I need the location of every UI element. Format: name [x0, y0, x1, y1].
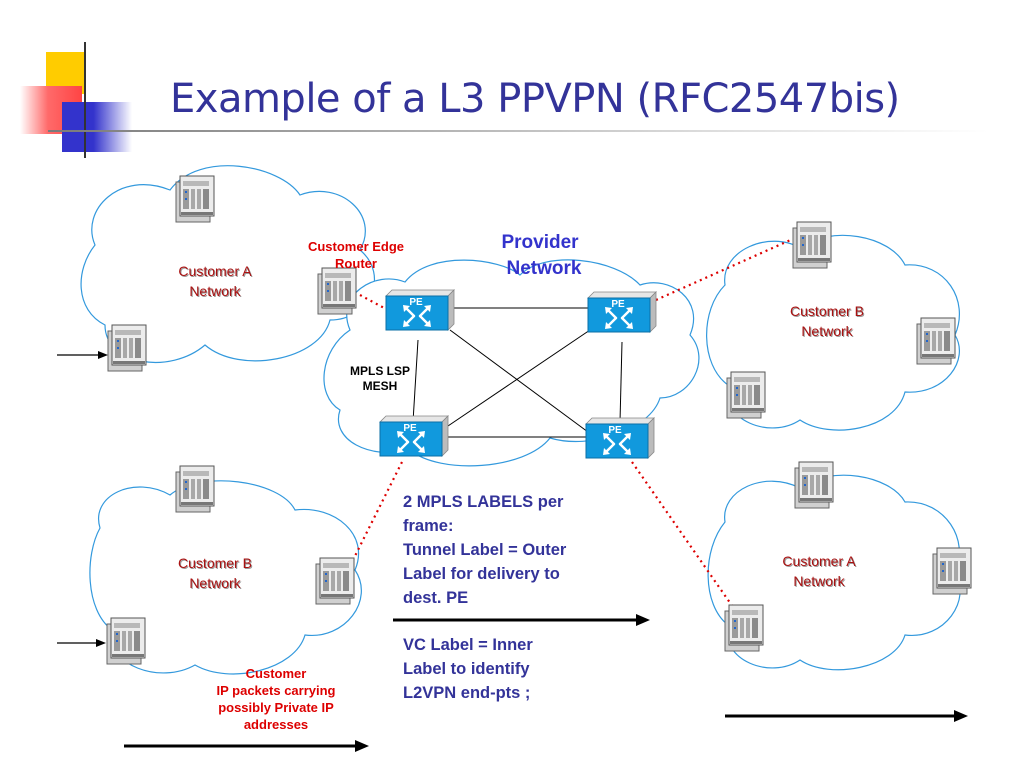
customer-packets-label: Customer IP packets carrying possibly Pr…: [216, 666, 336, 732]
arrow-icon: [57, 639, 106, 647]
deco-vertical-line: [84, 42, 86, 158]
customer-a-top-label: Customer A Network: [178, 263, 252, 299]
customer-b-bottom-label: Customer B Network: [178, 555, 252, 591]
customer-a-bottom-label: Customer A Network: [782, 553, 856, 589]
server-icon: [726, 371, 766, 419]
arrow-icon: [725, 710, 968, 722]
deco-blue-square: [62, 102, 132, 152]
pe-label: PE: [611, 299, 625, 310]
server-icon: [792, 221, 832, 269]
customer-b-top-label: Customer B Network: [790, 303, 864, 339]
provider-network-label: Provider Network: [501, 232, 582, 279]
server-icon: [916, 317, 956, 365]
pe-router-icon: [378, 414, 450, 458]
server-icon: [107, 324, 147, 372]
arrow-icon: [124, 740, 369, 752]
mpls-mesh-label: MPLS LSP MESH: [349, 364, 410, 393]
server-icon: [106, 617, 146, 665]
title-rule: [48, 130, 988, 132]
pe-router-icon: [584, 416, 656, 460]
server-icon: [175, 465, 215, 513]
server-icon: [175, 175, 215, 223]
lsp-mesh: [412, 307, 623, 438]
ce-pe-links: [351, 236, 796, 611]
page-title: Example of a L3 PPVPN (RFC2547bis): [170, 76, 900, 122]
pe-router-icon: [586, 290, 658, 334]
server-icon: [317, 267, 357, 315]
pe-label: PE: [403, 423, 417, 434]
server-icon: [932, 547, 972, 595]
vc-label-info: VC Label = Inner Label to identify L2VPN…: [403, 636, 533, 702]
mpls-labels-info: 2 MPLS LABELS per frame: Tunnel Label = …: [403, 493, 567, 607]
server-icon: [315, 557, 355, 605]
pe-router-icon: [384, 288, 456, 332]
arrow-icon: [393, 614, 650, 626]
arrow-icon: [57, 351, 108, 359]
server-icon: [724, 604, 764, 652]
server-icon: [794, 461, 834, 509]
pe-label: PE: [608, 425, 622, 436]
customer-edge-label: Customer Edge Router: [307, 239, 405, 271]
pe-label: PE: [409, 297, 423, 308]
